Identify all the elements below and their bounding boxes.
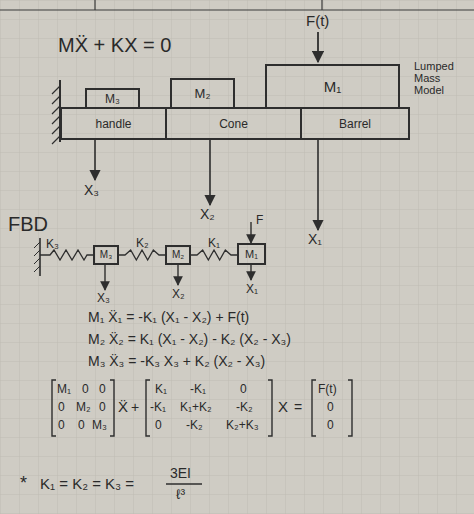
matrix-cell: -K₂ bbox=[236, 401, 253, 414]
displacement-arrow bbox=[317, 140, 319, 230]
matrix-cell: -K₂ bbox=[186, 419, 203, 432]
equation: M₁ Ẍ₁ = -K₁ (X₁ - X₂) + F(t) bbox=[88, 310, 249, 325]
fbd-mass-box: M₃ bbox=[93, 245, 119, 265]
displacement-arrow bbox=[177, 265, 178, 285]
node-text: M₂ bbox=[195, 87, 211, 100]
matrix-cell: 0 bbox=[58, 419, 65, 432]
bracket bbox=[268, 380, 272, 436]
matrix-cell: -K₁ bbox=[190, 383, 206, 396]
vector-symbol: X bbox=[278, 399, 288, 416]
matrix-brackets bbox=[52, 380, 352, 436]
spring-label: K₁ bbox=[208, 237, 220, 250]
displacement-arrow bbox=[94, 140, 96, 180]
node-text: M₃ bbox=[105, 93, 120, 105]
fbd-arrows bbox=[105, 222, 251, 290]
matrix-cell: 0 bbox=[99, 401, 106, 414]
matrix-cell: F(t) bbox=[318, 383, 337, 396]
matrix-cell: -K₁ bbox=[150, 401, 166, 414]
spring-connector bbox=[119, 250, 165, 260]
matrix-cell: M₃ bbox=[92, 419, 107, 432]
spring-symbol bbox=[40, 250, 93, 260]
rule-line bbox=[0, 9, 474, 10]
matrix-cell: 0 bbox=[58, 401, 65, 414]
displacement-arrow bbox=[250, 265, 251, 280]
wall-hatch bbox=[34, 242, 40, 272]
footnote-mark: * bbox=[20, 474, 27, 494]
wall-line bbox=[39, 238, 41, 276]
matrix-cell: 0 bbox=[240, 383, 247, 396]
bracket bbox=[110, 380, 114, 436]
fbd-wall bbox=[34, 238, 93, 276]
fraction-denominator: ℓ³ bbox=[176, 487, 185, 502]
matrix-cell: 0 bbox=[155, 419, 162, 432]
wall-hatch bbox=[52, 86, 60, 144]
matrix-cell: K₁ bbox=[155, 383, 167, 396]
matrix-cell: 0 bbox=[78, 419, 85, 432]
node-text: handle bbox=[95, 118, 131, 130]
force-label: F(t) bbox=[306, 13, 329, 30]
matrix-cell: 0 bbox=[82, 383, 89, 396]
rule-line bbox=[321, 0, 322, 10]
wall-symbol bbox=[52, 80, 60, 144]
model-note: Lumped Mass Model bbox=[414, 60, 468, 96]
force-arrow-line bbox=[250, 222, 251, 243]
force-arrow-line bbox=[317, 32, 319, 62]
vector-symbol: Ẍ bbox=[118, 399, 128, 416]
node-text: M₁ bbox=[324, 79, 342, 94]
node-text: Cone bbox=[219, 118, 248, 130]
matrix-cell: 0 bbox=[99, 383, 106, 396]
spring-label: K₃ bbox=[46, 238, 59, 251]
force-arrow bbox=[317, 32, 319, 62]
matrix-cell: M₂ bbox=[76, 401, 91, 414]
force-label: F bbox=[256, 214, 263, 227]
fraction-numerator: 3EI bbox=[170, 466, 191, 481]
mass-box: M₂ bbox=[170, 78, 235, 109]
spring-connector bbox=[191, 250, 237, 260]
beam-segment: handle bbox=[60, 107, 167, 140]
beam-segment: Barrel bbox=[300, 107, 410, 140]
node-text: Barrel bbox=[339, 118, 371, 130]
displacement-arrow bbox=[209, 140, 211, 205]
rule-line bbox=[94, 0, 95, 10]
spring-label: K₂ bbox=[136, 237, 149, 250]
operator: + bbox=[131, 400, 139, 415]
matrix-cell: K₂+K₃ bbox=[226, 419, 259, 432]
displacement-label: X₂ bbox=[200, 207, 215, 222]
fbd-mass-box: M₂ bbox=[165, 245, 191, 265]
displacement-label: X₃ bbox=[97, 292, 110, 305]
equation: M₃ Ẍ₃ = -K₃ X₃ + K₂ (X₂ - X₃) bbox=[88, 354, 265, 369]
section-heading: FBD bbox=[8, 213, 48, 235]
matrix-cell: 0 bbox=[327, 401, 334, 414]
node-text: M₁ bbox=[245, 249, 258, 260]
fraction-bar bbox=[166, 483, 202, 484]
matrix-cell: 0 bbox=[327, 419, 334, 432]
displacement-label: X₁ bbox=[246, 283, 258, 296]
operator: = bbox=[294, 400, 302, 415]
fbd-mass-box: M₁ bbox=[237, 243, 266, 265]
matrix-cell: M₁ bbox=[57, 383, 71, 396]
displacement-arrow bbox=[104, 265, 105, 290]
displacement-label: X₁ bbox=[308, 232, 322, 247]
displacement-label: X₂ bbox=[172, 288, 185, 301]
bracket bbox=[52, 380, 56, 436]
beam-segment: Cone bbox=[165, 107, 302, 140]
bracket bbox=[146, 380, 150, 436]
node-text: M₂ bbox=[172, 250, 184, 260]
equation: M₂ Ẍ₂ = K₁ (X₁ - X₂) - K₂ (X₂ - X₃) bbox=[88, 332, 291, 347]
bracket bbox=[312, 380, 316, 436]
mass-box: M₃ bbox=[85, 88, 140, 109]
mass-box: M₁ bbox=[265, 64, 400, 109]
displacement-label: X₃ bbox=[84, 183, 99, 198]
stiffness-equation: K₁ = K₂ = K₃ = bbox=[40, 476, 134, 493]
displacement-arrows bbox=[95, 140, 318, 230]
matrix-cell: K₁+K₂ bbox=[180, 401, 212, 414]
equation-of-motion: MẌ + KX = 0 bbox=[58, 34, 171, 56]
node-text: M₃ bbox=[100, 250, 112, 260]
page-border-lines bbox=[0, 0, 474, 10]
bracket bbox=[348, 380, 352, 436]
